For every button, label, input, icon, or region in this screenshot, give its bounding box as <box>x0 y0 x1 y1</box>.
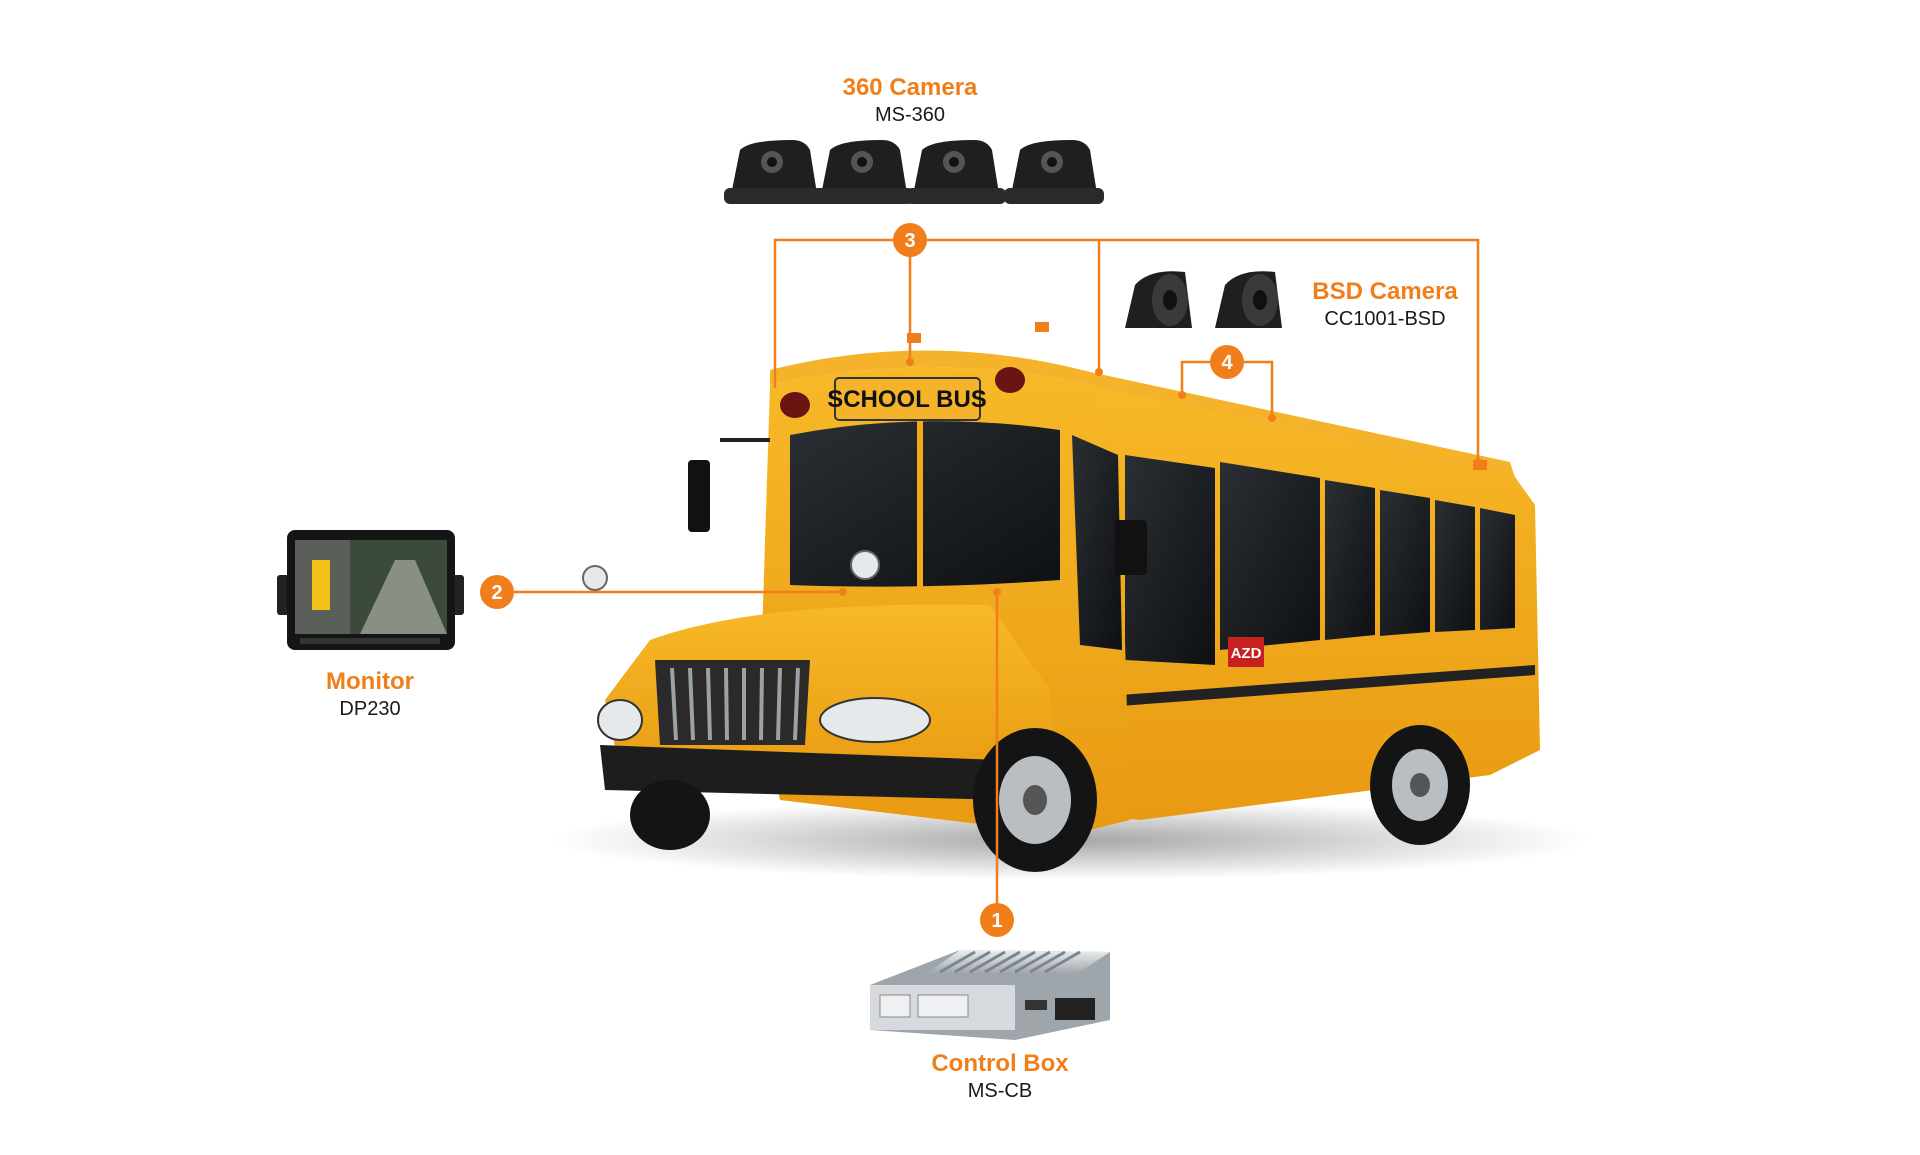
label-360-camera-model: MS-360 <box>874 103 946 126</box>
windshield <box>790 421 1060 587</box>
grille-bars <box>670 667 800 741</box>
camera-360-unit-3 <box>906 140 1006 204</box>
bsd-camera-icon <box>1125 271 1282 328</box>
side-mirror-right <box>1115 520 1147 575</box>
camera-360-unit-2 <box>814 140 914 204</box>
badge-2: 2 <box>480 575 514 609</box>
headlight-right <box>819 697 931 743</box>
badge-4: 4 <box>1210 345 1244 379</box>
bus-grille <box>655 660 810 745</box>
school-bus: AZD SCHOOL BUS <box>550 322 1590 880</box>
camera-360-unit-1 <box>724 140 824 204</box>
warning-light-right <box>995 367 1025 393</box>
crossover-mirror <box>582 565 608 591</box>
bus-roof <box>770 350 1515 478</box>
label-360-camera: 360 Camera MS-360 <box>780 74 1040 127</box>
monitor-icon <box>277 530 464 650</box>
side-windows <box>1125 455 1515 665</box>
connector-dots <box>839 358 1482 596</box>
label-control-box: Control Box MS-CB <box>880 1050 1120 1103</box>
connector-360-camera <box>773 238 1480 462</box>
camera-360-icon <box>724 140 1104 204</box>
label-bsd-camera-title: BSD Camera <box>1312 278 1458 305</box>
convex-mirror <box>850 550 880 580</box>
label-monitor: Monitor DP230 <box>270 668 470 721</box>
label-bsd-camera: BSD Camera CC1001-BSD <box>1290 278 1480 331</box>
badge-3: 3 <box>893 223 927 257</box>
bsd-camera-unit-2 <box>1215 271 1282 328</box>
connector-lines <box>514 238 1480 905</box>
badge-1: 1 <box>980 903 1014 937</box>
bus-door <box>1072 435 1122 650</box>
label-monitor-model: DP230 <box>339 697 401 720</box>
front-bumper <box>600 745 1010 800</box>
school-bus-sign-text: SCHOOL BUS <box>827 386 987 413</box>
badge-4-number: 4 <box>1221 352 1233 374</box>
badge-2-number: 2 <box>491 582 502 604</box>
side-mirror-left <box>688 438 770 532</box>
front-wheel <box>973 728 1097 872</box>
school-bus-sign <box>834 377 981 421</box>
headlight-left <box>597 699 643 741</box>
label-bsd-camera-model: CC1001-BSD <box>1324 307 1446 330</box>
control-box-icon <box>870 950 1110 1040</box>
label-control-box-title: Control Box <box>931 1050 1069 1077</box>
warning-light-left <box>780 392 810 418</box>
side-marker-text: AZD <box>1231 645 1262 662</box>
label-360-camera-title: 360 Camera <box>842 74 978 101</box>
label-monitor-title: Monitor <box>326 668 414 695</box>
side-marker <box>1228 637 1264 667</box>
badge-1-number: 1 <box>991 910 1002 932</box>
bsd-camera-unit-1 <box>1125 271 1192 328</box>
badge-3-number: 3 <box>904 230 915 252</box>
camera-360-unit-4 <box>1004 140 1104 204</box>
label-control-box-model: MS-CB <box>967 1079 1033 1102</box>
rear-wheel <box>1370 725 1470 845</box>
front-left-wheel <box>630 780 710 850</box>
bus-side-rail <box>1120 665 1535 706</box>
